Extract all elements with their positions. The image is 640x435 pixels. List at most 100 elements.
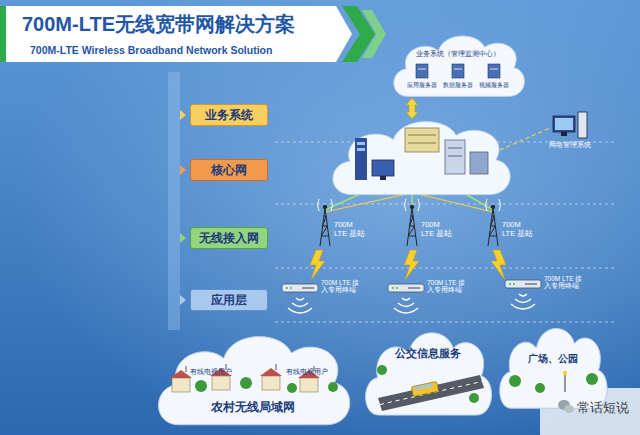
base-station-tower — [318, 199, 501, 246]
layer-axis — [180, 295, 186, 305]
tree-icon — [509, 375, 521, 387]
title-banner — [0, 6, 352, 62]
management-computer — [553, 112, 587, 138]
plaza-cloud: 广场、公园 — [495, 318, 610, 413]
tree-icon — [535, 383, 545, 393]
node-text: 农村无线局域网 — [211, 399, 295, 416]
node-text: 无线接入网 — [199, 230, 259, 247]
node-text: 核心网 — [211, 162, 247, 179]
radio-bolt — [310, 250, 506, 280]
management-computer — [561, 132, 567, 136]
base-station: 700M LTE 基站 — [334, 221, 368, 238]
terminal-device — [282, 280, 541, 292]
tree-icon — [195, 380, 207, 392]
server-icon — [452, 64, 464, 78]
base-station-tower — [405, 199, 420, 246]
cloud-outline — [366, 333, 492, 415]
control-link — [500, 128, 550, 150]
layer-divider — [275, 322, 615, 323]
node-text: 业务系统（管理监测中心） — [416, 50, 500, 59]
layer-divider — [275, 204, 615, 205]
subtitle: 700M-LTE Wireless Broadband Network Solu… — [30, 44, 272, 56]
base-station-tower — [318, 199, 333, 246]
watermark: 常话短说 — [577, 400, 629, 415]
layer-label: 无线接入网 — [190, 227, 268, 249]
core-equipment — [355, 128, 488, 180]
node-text: 700M LTE 接入专用终端 — [427, 279, 471, 294]
node-text: 700M LTE 接入专用终端 — [321, 279, 365, 294]
sync-arrow — [406, 98, 418, 119]
tree-icon — [377, 365, 387, 375]
core-equipment — [355, 138, 367, 180]
watermark-box: 常话短说 — [577, 398, 629, 417]
core-equipment — [448, 148, 462, 149]
title: 700M-LTE无线宽带网解决方案 — [22, 13, 295, 35]
layer-axis — [180, 233, 186, 243]
core-cloud — [333, 122, 510, 195]
title-box: 700M-LTE无线宽带网解决方案 — [22, 11, 295, 38]
tree-icon — [287, 383, 297, 393]
server-icon — [488, 64, 500, 78]
node-text: 700M LTE 基站 — [502, 221, 536, 238]
tree-icon — [240, 377, 252, 389]
server-icon — [454, 69, 462, 70]
core-equipment — [380, 176, 386, 180]
core-equipment — [445, 140, 465, 174]
core-equipment — [372, 160, 394, 176]
radio-bolt — [404, 250, 419, 280]
core-equipment — [470, 152, 488, 174]
cloud-outline — [500, 328, 607, 408]
node-text: 广场、公园 — [528, 352, 578, 366]
tree-icon — [328, 382, 338, 392]
base-station-tower — [486, 199, 501, 246]
cloud-shape — [495, 318, 610, 413]
plaza-lamp — [563, 371, 567, 375]
house-icon — [276, 364, 277, 370]
access-terminal: 700M LTE 接入专用终端 — [544, 275, 588, 290]
user-label-box: 有线电视用户 — [190, 360, 232, 378]
cloud-outline — [158, 337, 349, 425]
user-label-box: 有线电视用户 — [286, 360, 328, 378]
plaza-lamp — [564, 374, 565, 392]
wifi-signal — [394, 298, 418, 313]
title-banner — [362, 10, 386, 58]
house-icon — [212, 376, 230, 390]
node-text: 应用服务器 — [407, 81, 437, 90]
radio-bolt — [491, 250, 506, 280]
layer-axis — [180, 110, 186, 120]
wifi-signal — [511, 294, 535, 309]
node-text: 700M LTE 基站 — [421, 221, 455, 238]
user-label: 有线电视用户 — [190, 368, 232, 375]
management-computer — [553, 116, 575, 132]
layer-axis — [168, 72, 180, 330]
core-equipment — [357, 142, 365, 145]
access-terminal: 700M LTE 接入专用终端 — [427, 279, 471, 294]
core-equipment — [408, 135, 436, 136]
house-icon — [262, 376, 280, 390]
core-equipment — [408, 143, 436, 144]
server-icon — [490, 69, 498, 70]
wifi-signal — [288, 298, 312, 313]
terminal-device — [388, 284, 424, 292]
layer-label: 核心网 — [190, 159, 268, 181]
server-icon — [416, 64, 428, 78]
base-station: 700M LTE 基站 — [502, 221, 536, 238]
radio-bolt — [310, 250, 325, 280]
layer-divider — [275, 268, 615, 269]
core-equipment — [357, 148, 365, 151]
layer-axis — [180, 165, 186, 175]
terminal-device — [505, 280, 541, 288]
node-text: 网络管理系统 — [549, 141, 591, 149]
user-label: 有线电视用户 — [286, 368, 328, 375]
node-text: 700M LTE 基站 — [334, 221, 368, 238]
layer-label: 应用层 — [190, 289, 268, 311]
node-text: 700M LTE 接入专用终端 — [544, 275, 588, 290]
layer-axis — [168, 72, 186, 330]
cloud-outline — [394, 36, 525, 96]
management-computer — [578, 112, 587, 138]
wifi-signal — [288, 294, 535, 313]
terminal-device — [282, 284, 318, 292]
server-icon — [418, 69, 426, 70]
